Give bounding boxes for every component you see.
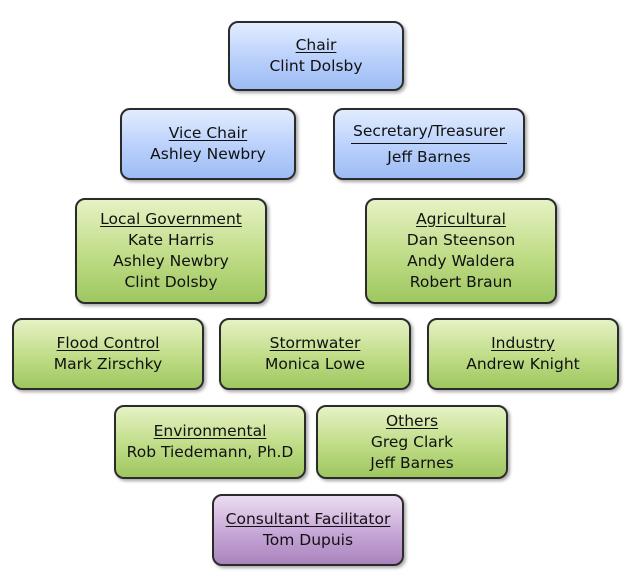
box-title: Flood Control <box>56 334 160 352</box>
consultant-facilitator-box: Consultant Facilitator Tom Dupuis <box>212 494 404 566</box>
box-title: Secretary/Treasurer <box>351 121 507 144</box>
member-name: Ashley Newbry <box>150 145 266 163</box>
box-title: Stormwater <box>269 334 361 352</box>
industry-box: Industry Andrew Knight <box>427 318 619 390</box>
chair-box: Chair Clint Dolsby <box>228 21 404 91</box>
member-name: Dan Steenson <box>406 231 516 249</box>
member-name: Robert Braun <box>409 273 513 291</box>
member-name: Clint Dolsby <box>269 57 363 75</box>
box-title: Local Government <box>100 210 242 228</box>
member-name: Andrew Knight <box>466 355 580 373</box>
flood-control-box: Flood Control Mark Zirschky <box>12 318 204 390</box>
box-title: Vice Chair <box>168 124 248 142</box>
stormwater-box: Stormwater Monica Lowe <box>219 318 411 390</box>
member-name: Clint Dolsby <box>124 273 218 291</box>
member-name: Mark Zirschky <box>53 355 163 373</box>
member-name: Monica Lowe <box>265 355 365 373</box>
box-title: Agricultural <box>416 210 506 228</box>
box-title: Consultant Facilitator <box>225 510 391 528</box>
local-government-box: Local Government Kate Harris Ashley Newb… <box>75 198 267 304</box>
box-title: Industry <box>491 334 555 352</box>
member-name: Tom Dupuis <box>262 531 354 549</box>
member-name: Andy Waldera <box>407 252 515 270</box>
secretary-treasurer-box: Secretary/Treasurer Jeff Barnes <box>333 108 525 180</box>
member-name: Jeff Barnes <box>387 147 471 166</box>
member-name: Greg Clark <box>370 432 454 451</box>
agricultural-box: Agricultural Dan Steenson Andy Waldera R… <box>365 198 557 304</box>
others-box: Others Greg Clark Jeff Barnes <box>316 405 508 479</box>
member-name: Rob Tiedemann, Ph.D <box>126 443 294 461</box>
box-title: Environmental <box>153 422 267 440</box>
box-title: Others <box>385 411 439 430</box>
vice-chair-box: Vice Chair Ashley Newbry <box>120 108 296 180</box>
member-name: Ashley Newbry <box>113 252 229 270</box>
member-name: Jeff Barnes <box>370 453 454 472</box>
environmental-box: Environmental Rob Tiedemann, Ph.D <box>114 405 306 479</box>
box-title: Chair <box>295 36 337 54</box>
member-name: Kate Harris <box>128 231 214 249</box>
